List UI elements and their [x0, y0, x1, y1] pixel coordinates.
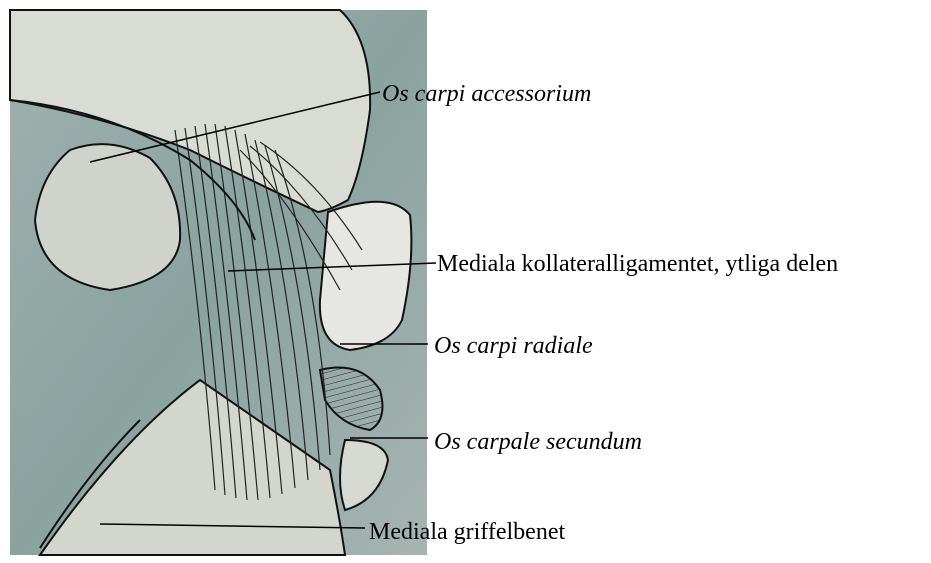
label-medial-collateral-ligament: Mediala kollateralligamentet, ytliga del…	[437, 252, 838, 276]
radial-carpal-bone	[320, 202, 412, 350]
label-mediala-griffelbenet: Mediala griffelbenet	[369, 520, 565, 544]
label-os-carpi-accessorium: Os carpi accessorium	[382, 82, 591, 106]
accessory-carpal-bone	[35, 144, 180, 290]
label-os-carpi-radiale: Os carpi radiale	[434, 334, 593, 358]
label-os-carpale-secundum: Os carpale secundum	[434, 430, 642, 454]
